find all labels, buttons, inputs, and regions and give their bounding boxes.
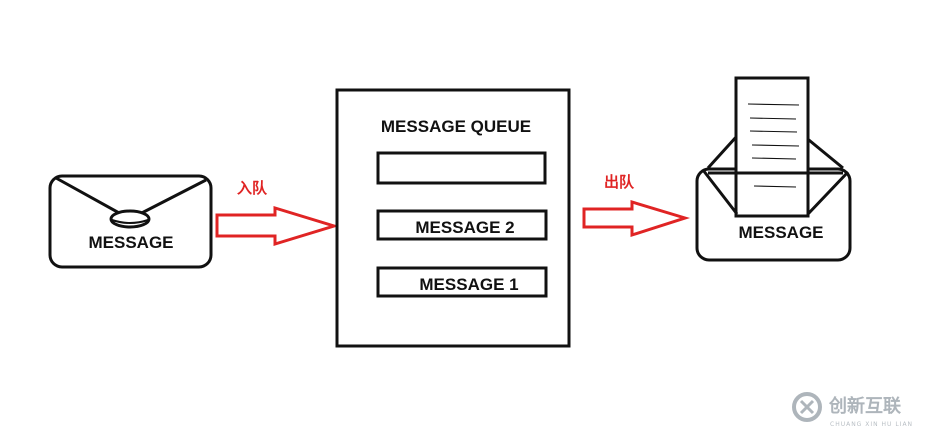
- watermark-subtext: CHUANG XIN HU LIAN: [830, 421, 913, 428]
- left-envelope-label: MESSAGE: [88, 233, 173, 252]
- dequeue-label: 出队: [604, 173, 635, 191]
- letter-icon: [734, 76, 810, 218]
- watermark-text: 创新互联: [828, 395, 901, 417]
- queue-slot: MESSAGE 2: [376, 209, 548, 241]
- enqueue-arrow: 入队: [215, 179, 340, 247]
- queue-slot-message-1: [376, 266, 548, 298]
- queue-slot-message-2: [376, 209, 548, 241]
- queue-slot-empty: [376, 151, 547, 185]
- right-envelope: MESSAGE: [695, 76, 852, 262]
- queue-slot-label: MESSAGE 1: [419, 275, 518, 294]
- queue-slot: MESSAGE 1: [376, 266, 548, 298]
- enqueue-label: 入队: [237, 179, 268, 197]
- dequeue-arrow: 出队: [582, 173, 691, 238]
- message-queue-title: MESSAGE QUEUE: [381, 117, 531, 136]
- left-envelope: MESSAGE: [48, 174, 213, 269]
- right-envelope-back-flap: [706, 134, 844, 170]
- left-envelope-seal-icon: [109, 209, 151, 229]
- message-queue: MESSAGE QUEUE MESSAGE 2 MESSAGE 1: [335, 88, 571, 348]
- enqueue-arrow-shape: [215, 205, 340, 247]
- right-envelope-front-flap: [701, 169, 850, 216]
- cx-logo-icon: [792, 392, 822, 422]
- dequeue-arrow-shape: [582, 199, 691, 238]
- watermark: 创新互联 CHUANG XIN HU LIAN: [792, 392, 913, 428]
- right-envelope-label: MESSAGE: [738, 223, 823, 242]
- queue-slot-label: MESSAGE 2: [415, 218, 514, 237]
- queue-slot: [376, 151, 547, 185]
